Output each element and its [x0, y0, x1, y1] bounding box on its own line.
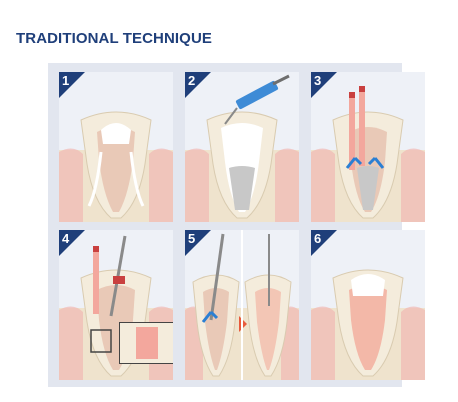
step-6-number: 6	[314, 231, 322, 246]
step-6-panel: 6	[311, 230, 425, 380]
plugger-icon	[209, 233, 225, 321]
step-4-badge	[59, 230, 85, 256]
step-5-panel: 5	[185, 230, 299, 380]
step-1-number: 1	[62, 73, 70, 88]
step-3-badge	[311, 72, 337, 98]
step-2-badge	[185, 72, 211, 98]
step-2-panel: 2	[185, 72, 299, 222]
syringe-icon	[224, 74, 290, 125]
step-3-panel: 3	[311, 72, 425, 222]
arrow-icon	[367, 156, 385, 169]
step-2-number: 2	[188, 73, 196, 88]
step-6-illustration	[311, 269, 425, 380]
step-6-badge	[311, 230, 337, 256]
step-3-illustration	[311, 86, 425, 222]
arrow-icon	[345, 156, 363, 169]
step-1-badge	[59, 72, 85, 98]
step-2-illustration	[185, 74, 299, 222]
step-1-panel: 1	[59, 72, 173, 222]
step-1-illustration	[59, 111, 173, 222]
step-5-badge	[185, 230, 211, 256]
magnified-inset	[119, 322, 173, 364]
page-title: TRADITIONAL TECHNIQUE	[16, 30, 212, 47]
step-4-panel: 4	[59, 230, 173, 380]
step-4-number: 4	[62, 231, 70, 246]
step-3-number: 3	[314, 73, 322, 88]
file-icon	[93, 246, 99, 314]
arrow-icon	[201, 310, 219, 323]
step-5-number: 5	[188, 231, 196, 246]
file-icon	[349, 86, 365, 170]
step-5-illustration	[185, 230, 299, 380]
